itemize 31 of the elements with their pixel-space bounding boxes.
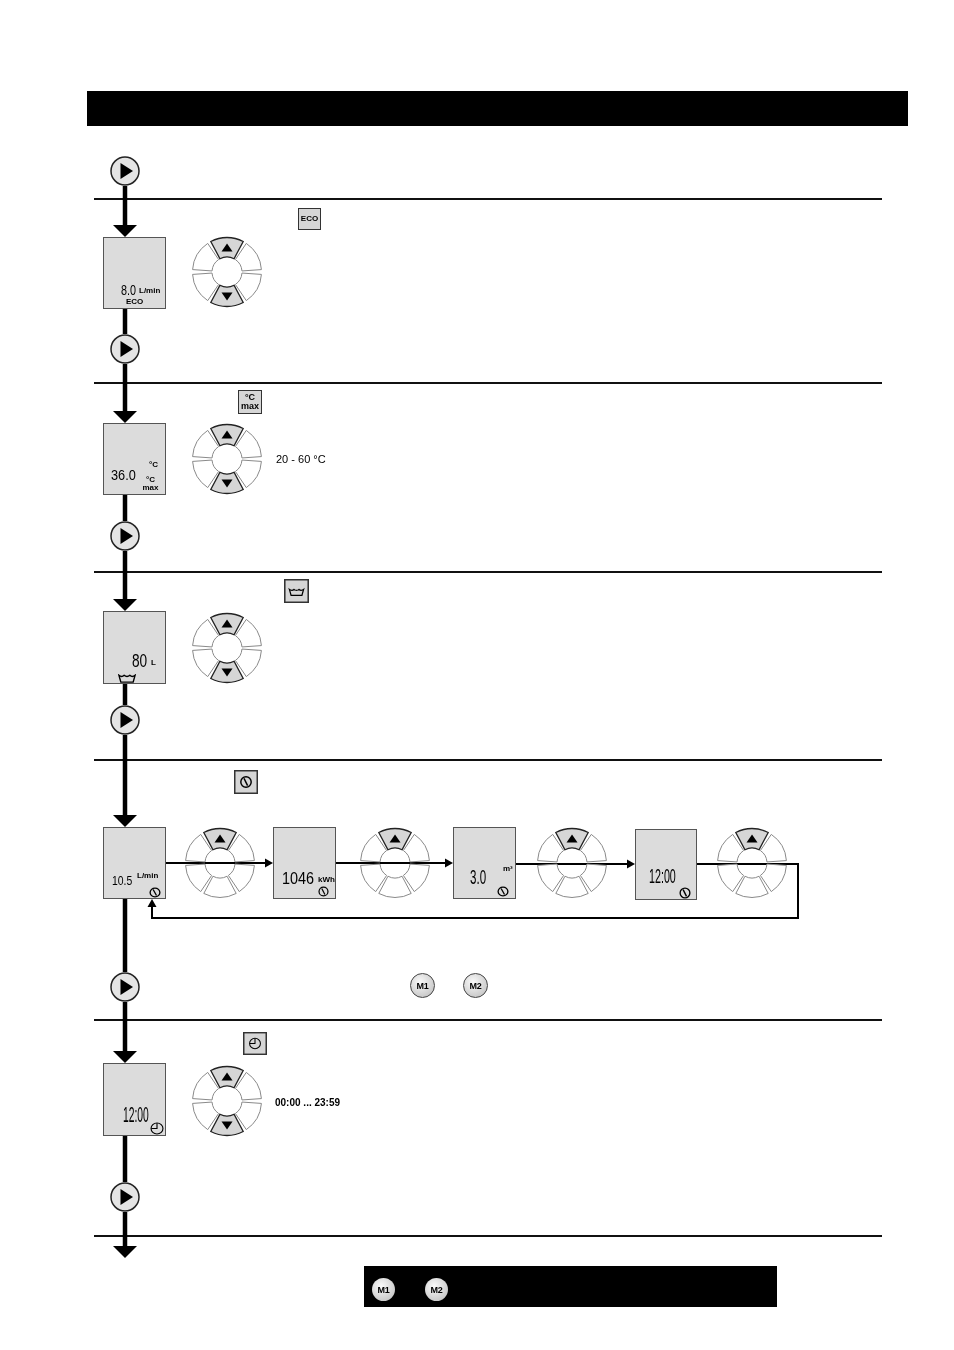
display-reading: 10.5 [112, 874, 133, 887]
memory-button: M2 [463, 973, 488, 998]
display-reading: 12:00 [123, 1104, 149, 1126]
play-button-icon [110, 521, 140, 551]
play-button-icon [110, 705, 140, 735]
memory-button: M1 [410, 973, 435, 998]
unit-label: °C [149, 461, 158, 469]
display-reading: 80 [132, 651, 148, 670]
mode-indicator: °C max [142, 476, 159, 493]
memory-button: M1 [372, 1278, 395, 1301]
display-reading: 36.0 [111, 467, 136, 482]
play-button-icon [110, 156, 140, 186]
play-button-icon [110, 334, 140, 364]
display-reading: 12:00 [649, 867, 676, 887]
memory-button: M2 [425, 1278, 448, 1301]
display-reading: 8.0 [121, 282, 136, 297]
setting-symbol: °C max [238, 390, 262, 414]
info-bar [364, 1266, 777, 1307]
setting-symbol: ECO [298, 208, 321, 230]
unit-label: L [151, 659, 156, 667]
unit-label: m³ [503, 865, 513, 873]
unit-label: L/min [137, 872, 159, 880]
unit-label: kWh [318, 876, 335, 884]
unit-label: L/min [139, 287, 161, 295]
play-button-icon [110, 972, 140, 1002]
display-reading: 3.0 [470, 866, 487, 887]
play-button-icon [110, 1182, 140, 1212]
mode-indicator: ECO [126, 298, 144, 306]
value-range-text: 20 - 60 °C [276, 454, 326, 465]
display-reading: 1046 [282, 871, 315, 887]
value-range-text: 00:00 ... 23:59 [275, 1098, 341, 1108]
